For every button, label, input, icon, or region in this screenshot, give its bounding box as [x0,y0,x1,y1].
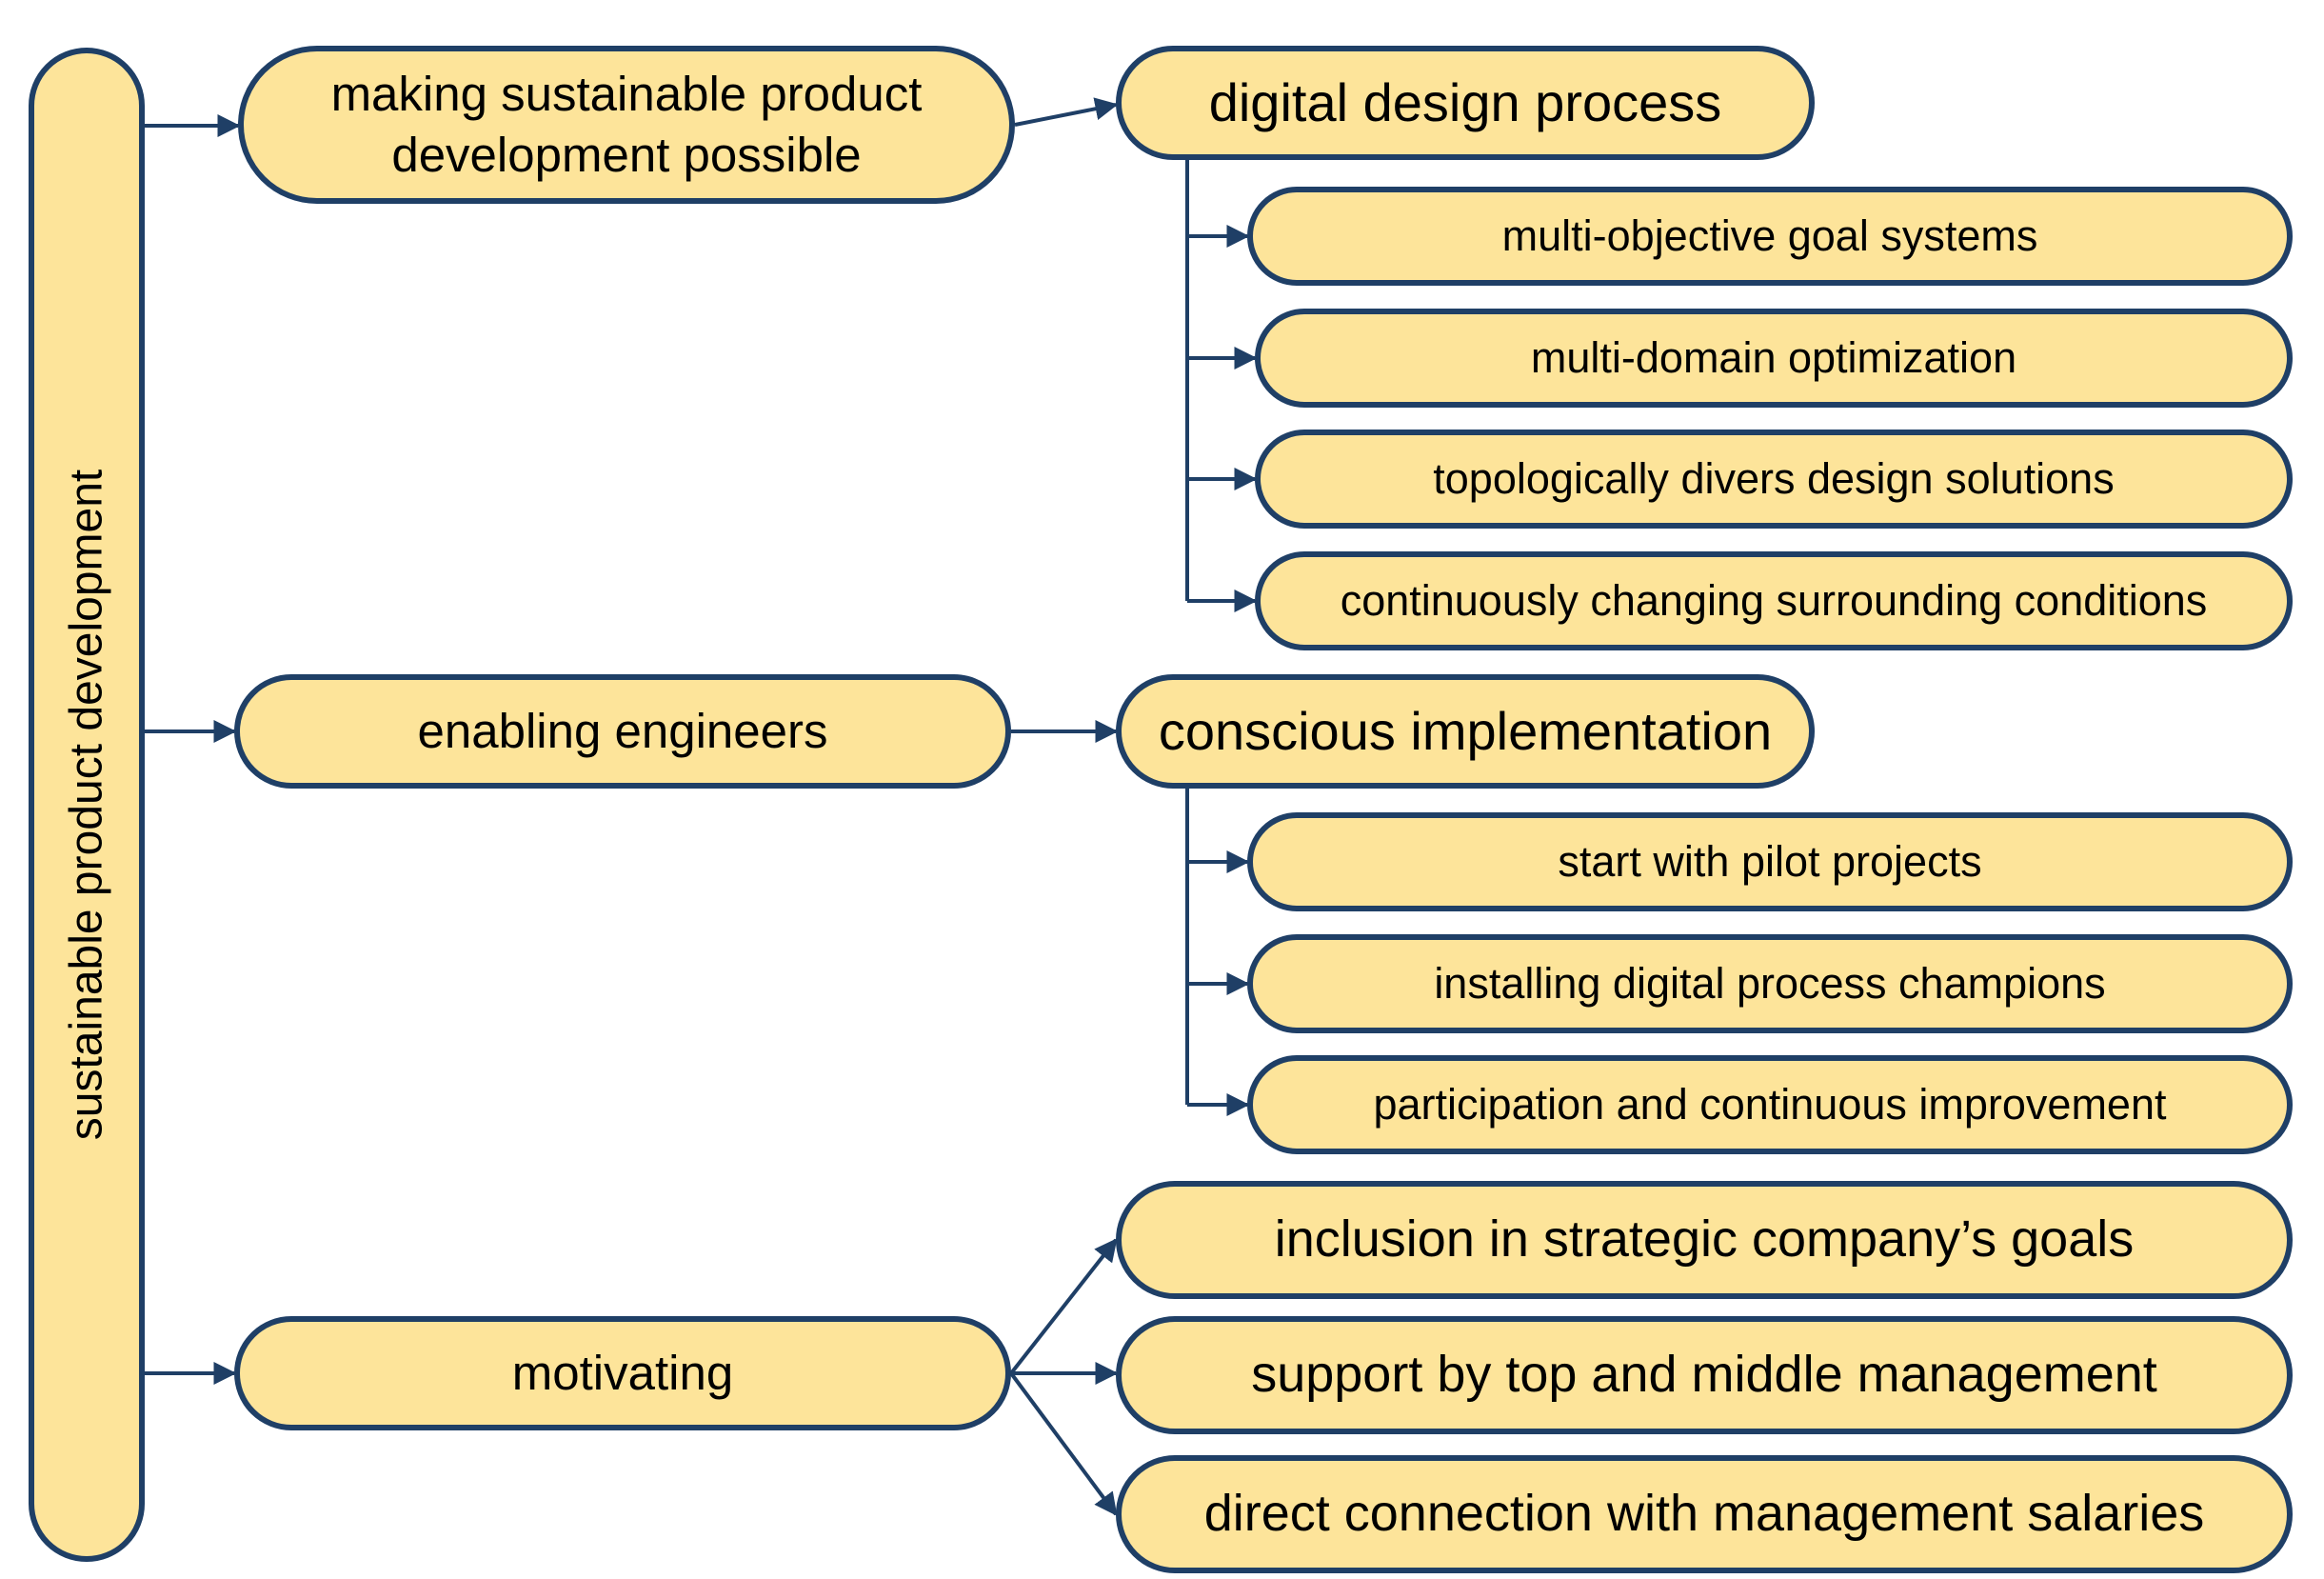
item-pilot-projects: start with pilot projects [1247,812,2293,911]
node-conscious-implementation-label: conscious implementation [1158,701,1773,761]
item-management-salaries: direct connection with management salari… [1116,1455,2293,1573]
node-digital-design-process: digital design process [1116,46,1815,160]
item-participation: participation and continuous improvement [1247,1055,2293,1154]
item-topologically-divers: topologically divers design solutions [1255,430,2293,529]
arrow-motivating-to-item-1 [1009,1238,1118,1375]
arrow-branch-1-to-child [1014,97,1119,127]
root-node-label: sustainable product development [61,469,112,1141]
node-digital-design-process-label: digital design process [1208,72,1722,132]
item-multi-objective: multi-objective goal systems [1247,187,2293,286]
item-continuously-changing: continuously changing surrounding condit… [1255,551,2293,650]
node-conscious-implementation: conscious implementation [1116,674,1815,789]
branch-enabling-engineers-label: enabling engineers [417,704,828,759]
item-support-management: support by top and middle management [1116,1316,2293,1434]
root-node [29,48,145,1562]
branch-making-possible-label: making sustainable product development p… [330,67,923,182]
item-process-champions: installing digital process champions [1247,934,2293,1033]
arrow-motivating-to-item-3 [1009,1371,1118,1516]
branch-motivating: motivating [234,1316,1011,1430]
item-inclusion-strategic-goals: inclusion in strategic company’s goals [1116,1181,2293,1299]
branch-motivating-label: motivating [511,1346,734,1401]
item-multi-domain: multi-domain optimization [1255,309,2293,408]
branch-enabling-engineers: enabling engineers [234,674,1011,789]
branch-making-possible: making sustainable product development p… [238,46,1015,204]
